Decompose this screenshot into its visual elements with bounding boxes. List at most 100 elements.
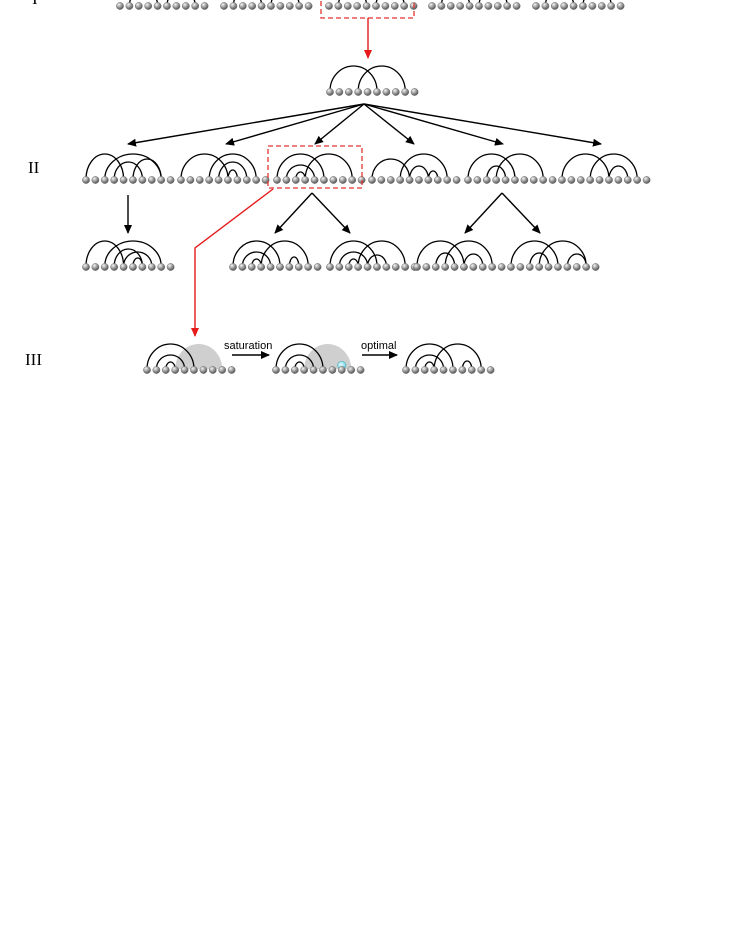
bead (252, 176, 261, 184)
bead (535, 263, 544, 271)
bead (433, 176, 442, 184)
level-III-chain-saturated (272, 343, 365, 374)
contact-arc (113, 161, 144, 180)
bead (469, 263, 478, 271)
contact-arc (329, 65, 378, 92)
contact-arc (405, 343, 454, 370)
bead (529, 176, 538, 184)
bead (304, 263, 313, 271)
bead (633, 176, 642, 184)
bead (153, 2, 162, 10)
bead (291, 176, 300, 184)
contact-arc (435, 252, 456, 267)
bead (282, 176, 291, 184)
child-chain (507, 240, 600, 271)
level-label-II: II (28, 158, 40, 177)
bead (443, 176, 452, 184)
child-chain (326, 240, 419, 271)
bead (492, 176, 501, 184)
bead (348, 176, 357, 184)
level-III-row (143, 343, 495, 374)
level-I-highlight-box (320, 0, 415, 19)
contact-arc (132, 158, 162, 180)
bead (567, 176, 576, 184)
bead (100, 263, 109, 271)
bead (125, 2, 134, 10)
bead (460, 263, 468, 271)
contact-arc (408, 165, 430, 180)
level-I-chain (220, 0, 313, 10)
contact-arc (284, 354, 315, 370)
bead (294, 263, 303, 271)
bead (238, 263, 247, 271)
level-II-chain (464, 153, 557, 184)
level-III-chain-optimal (402, 343, 495, 374)
contact-arc (337, 0, 368, 6)
bead (382, 263, 391, 271)
bead (391, 88, 400, 96)
contact-arc (399, 153, 448, 180)
bead (166, 263, 175, 271)
level-I-chain (532, 0, 625, 10)
bead (301, 176, 310, 184)
bead (449, 366, 457, 374)
contact-arc (85, 153, 125, 180)
contact-arc (467, 153, 516, 180)
bead (353, 2, 362, 10)
bead (229, 263, 237, 271)
bead (516, 263, 525, 271)
contact-arc (544, 0, 575, 6)
bead (382, 88, 391, 96)
contact-arc (122, 251, 153, 267)
bead (456, 2, 465, 10)
bead (450, 263, 459, 271)
bead (605, 176, 613, 184)
contact-arc (371, 158, 411, 180)
bead (424, 176, 433, 184)
bead (591, 263, 600, 271)
bead (242, 176, 251, 184)
child-arrows (124, 192, 541, 234)
bead (319, 366, 327, 374)
bead (428, 2, 436, 10)
bead (484, 2, 493, 10)
level-II-chain (368, 153, 461, 184)
bead (186, 176, 195, 184)
contact-arc (440, 0, 471, 6)
bead (285, 2, 294, 10)
bead (180, 366, 189, 374)
contact-arc (608, 165, 629, 180)
bead (452, 176, 461, 184)
bead (558, 176, 566, 184)
bead (525, 263, 534, 271)
bead (272, 366, 280, 374)
bead (313, 263, 322, 271)
optimal-label: optimal (361, 340, 396, 352)
bead (110, 263, 119, 271)
bead (177, 176, 185, 184)
bead (247, 263, 256, 271)
contact-arc (463, 253, 484, 267)
bead (477, 366, 486, 374)
bead (386, 176, 395, 184)
contact-arc (260, 240, 309, 267)
bead (100, 176, 109, 184)
bead (129, 263, 137, 271)
level-label-III: III (25, 350, 42, 369)
bead (569, 2, 578, 10)
bead (413, 263, 421, 271)
bead (356, 366, 365, 374)
branch-arrows (127, 103, 602, 147)
bead (579, 2, 587, 10)
bead (488, 263, 497, 271)
bead (161, 366, 170, 374)
bead (354, 263, 363, 271)
bead (110, 176, 119, 184)
bead (497, 263, 506, 271)
bead (281, 366, 290, 374)
bead (458, 366, 467, 374)
contact-arc (329, 240, 378, 267)
bead (363, 88, 372, 96)
bead (377, 176, 386, 184)
